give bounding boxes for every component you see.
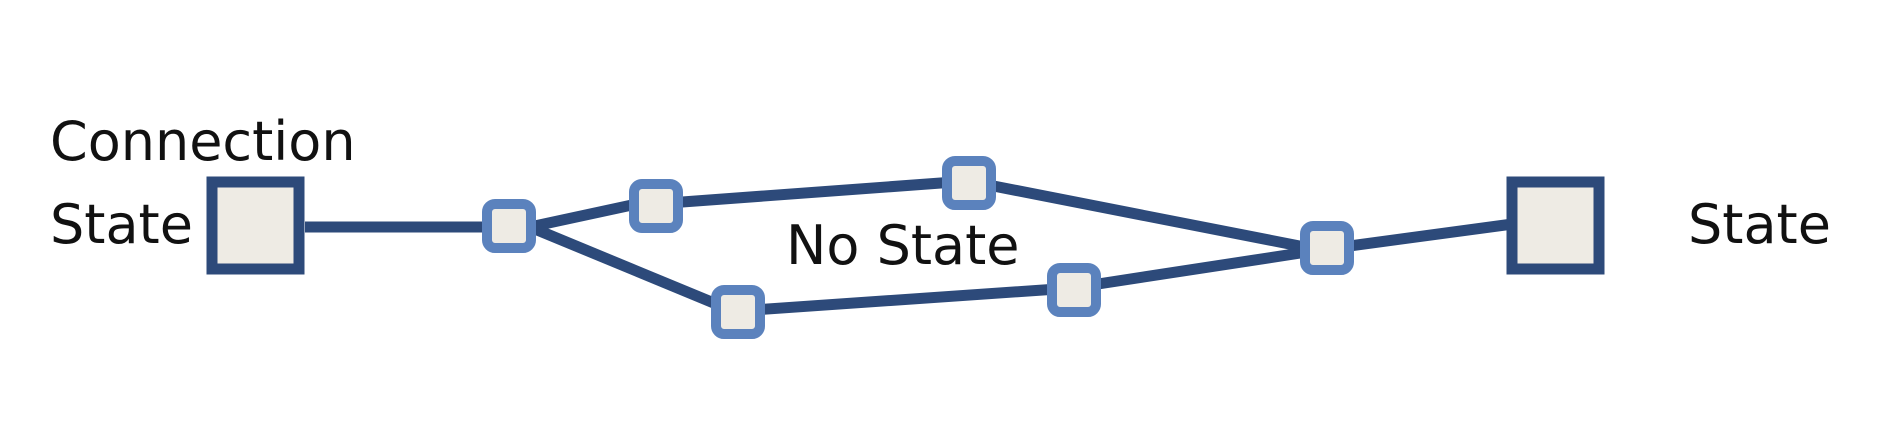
routers (482, 156, 1354, 339)
connection-state-label-line-2: State (50, 193, 193, 256)
router-node-6 (1300, 221, 1354, 275)
router-node-3 (711, 285, 765, 339)
router-node-4 (942, 156, 996, 210)
connection-state-label-line-1: Connection (50, 110, 356, 173)
edge-router-5-to-router-6 (1071, 244, 1321, 294)
router-node-5 (1047, 263, 1101, 317)
left-host-node (206, 176, 305, 275)
edge-router-2-to-router-4 (654, 175, 969, 210)
no-state-label: No State (786, 214, 1020, 277)
router-node-2 (629, 179, 683, 233)
edge-router-1-to-router-3 (527, 221, 741, 319)
edge-router-3-to-router-5 (737, 282, 1073, 317)
state-label: State (1688, 193, 1831, 256)
edge-router-4-to-router-6 (966, 175, 1322, 256)
router-node-1 (482, 199, 536, 253)
edges (305, 175, 1521, 319)
right-host-node (1506, 176, 1605, 275)
